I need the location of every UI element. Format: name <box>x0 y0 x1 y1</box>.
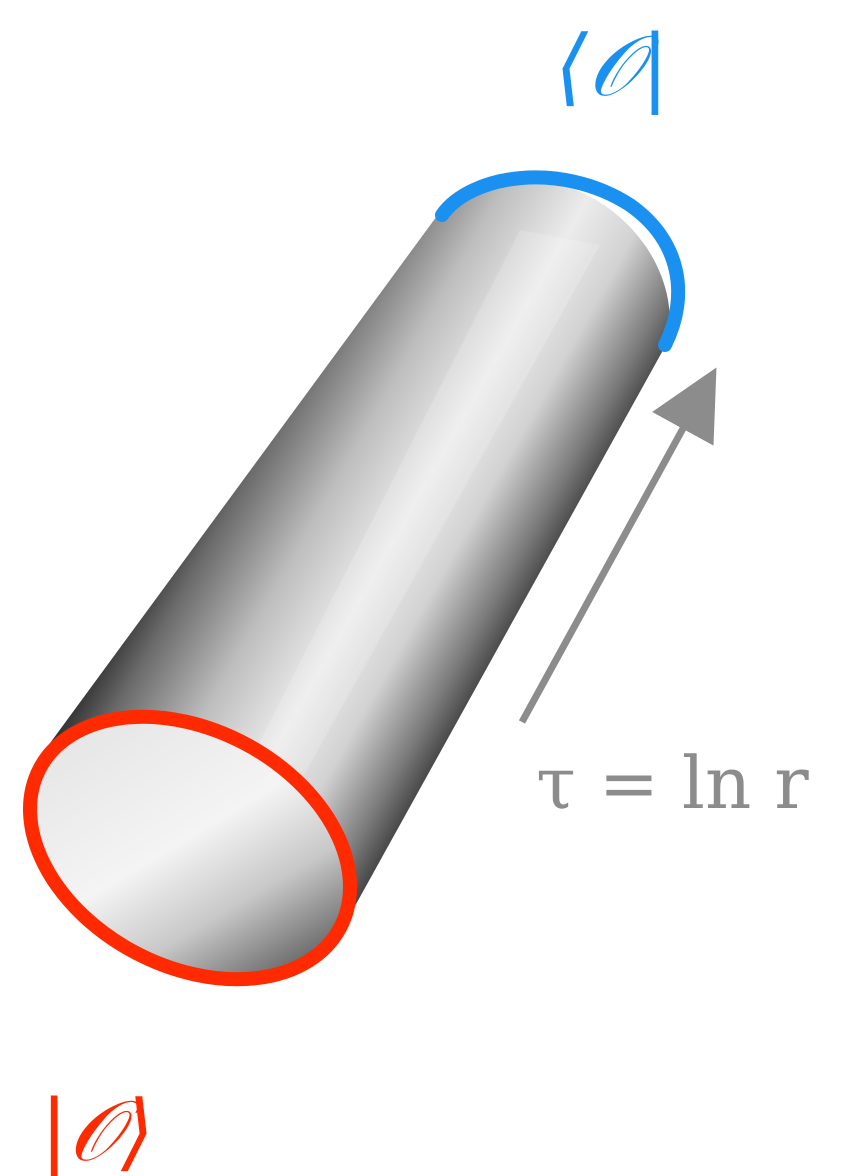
bra-boundary-arc <box>435 170 686 352</box>
ket-boundary-ring <box>23 709 357 987</box>
time-relation-label: τ = ln r <box>536 741 809 825</box>
ket-label: |𝒪⟩ <box>40 1082 154 1176</box>
bra-label: ⟨𝒪| <box>555 17 669 115</box>
time-direction-arrow <box>518 367 717 724</box>
arrow-head-icon <box>675 372 712 410</box>
cylinder-opening-interior <box>30 716 350 980</box>
